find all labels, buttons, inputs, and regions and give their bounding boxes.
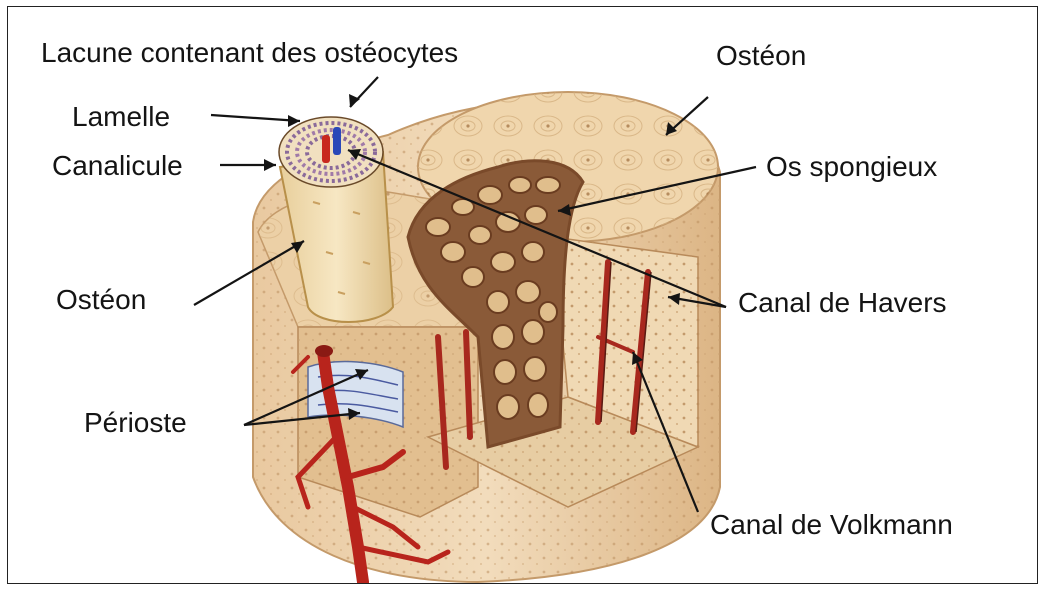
label-osteon-right: Ostéon [716,42,806,70]
label-perioste: Périoste [84,409,187,437]
label-canal-volkmann: Canal de Volkmann [710,511,953,539]
label-lacune: Lacune contenant des ostéocytes [41,39,458,67]
label-osteon-left: Ostéon [56,286,146,314]
diagram-frame: Lacune contenant des ostéocytes Lamelle … [7,6,1038,584]
osteon-top [279,117,383,187]
label-os-spongieux: Os spongieux [766,153,937,181]
label-lamelle: Lamelle [72,103,170,131]
label-canal-havers: Canal de Havers [738,289,947,317]
label-canalicule: Canalicule [52,152,183,180]
